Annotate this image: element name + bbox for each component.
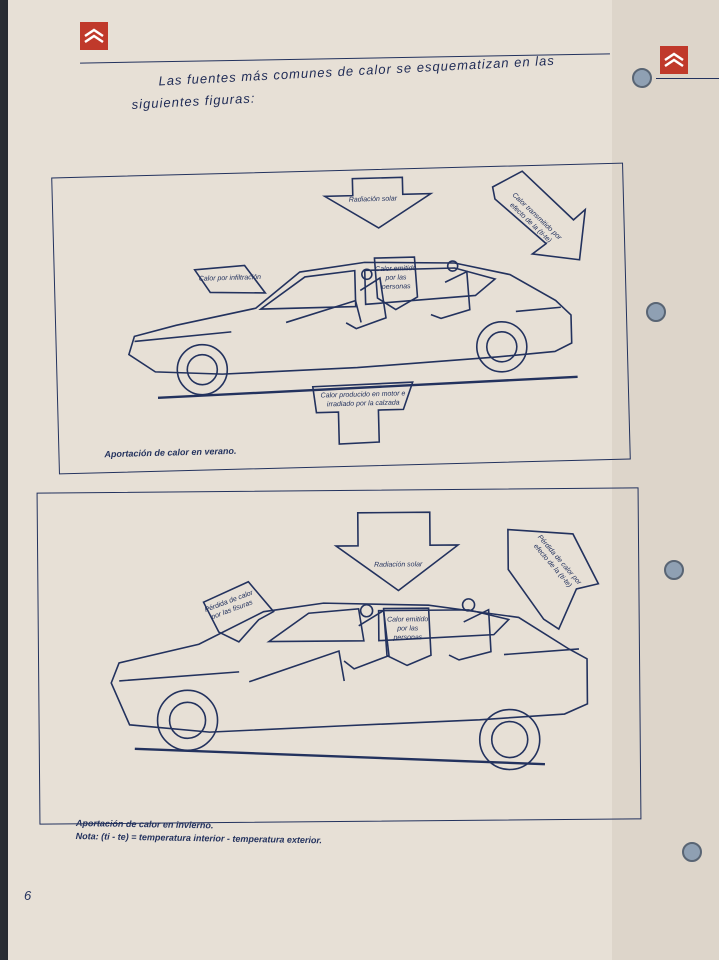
car-diagram-winter (110, 511, 600, 771)
car-diagram-summer (127, 170, 587, 445)
page-number: 6 (24, 888, 32, 903)
figure-winter: Radiación solar Pérdida de calor por efe… (36, 487, 642, 825)
right-page (612, 0, 719, 960)
binder-hole (632, 68, 652, 88)
citroen-logo-icon-right (660, 46, 688, 74)
label-people-heat-winter: Calor emitido por las personas (387, 616, 429, 642)
binder-hole (664, 560, 684, 580)
header-rule-right (656, 78, 719, 79)
label-solar-radiation-winter: Radiación solar (374, 561, 423, 569)
citroen-logo-icon (80, 22, 108, 50)
figure-summer: Radiación solar Calor transmitido por ef… (51, 162, 631, 475)
binder-hole (646, 302, 666, 322)
label-people-heat: Calor emitido por las personas (375, 265, 417, 291)
notes: Aportación de calor en invierno. Nota: (… (76, 817, 323, 847)
binder-hole (682, 842, 702, 862)
label-engine-heat: Calor producido en motor e irradiado por… (320, 390, 406, 409)
left-page (8, 0, 628, 960)
label-infiltration: Calor por infiltración (198, 274, 262, 283)
